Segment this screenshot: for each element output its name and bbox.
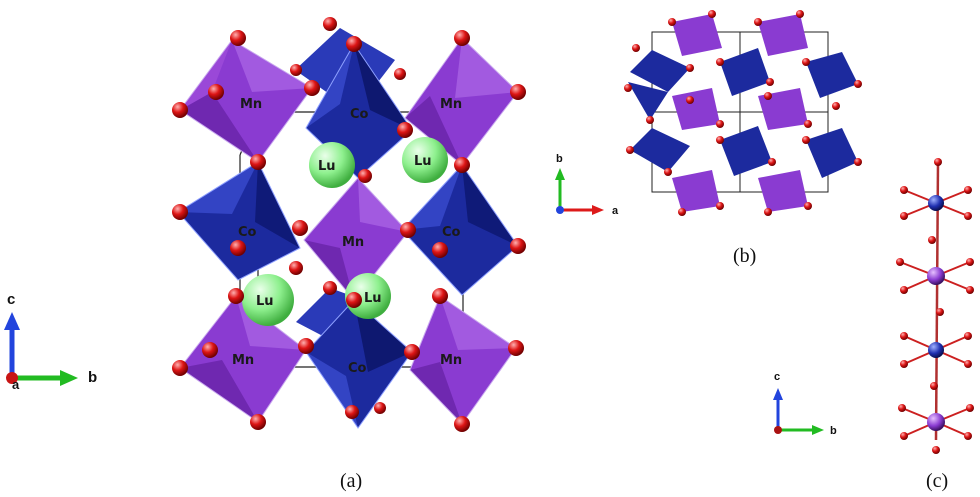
co-octahedron-middle-left <box>177 161 301 281</box>
panel-a: Mn Co Mn Lu Lu Co Mn Co Lu Lu Mn Co Mn c… <box>4 17 526 492</box>
oxygen-atoms-a <box>172 17 526 432</box>
panel-label-b: (b) <box>733 245 756 267</box>
axis-label-a: a <box>12 377 20 392</box>
mn-octahedron-top-left <box>179 39 313 163</box>
atom-label: Mn <box>240 97 262 112</box>
panel-b: b a (b) <box>555 10 862 267</box>
axis-label-b: b <box>830 425 837 437</box>
axis-label-c: c <box>7 291 15 308</box>
co-atom <box>928 342 944 358</box>
axis-triad-b: b a <box>555 153 619 217</box>
atom-label: Mn <box>342 235 364 250</box>
axis-label-a: a <box>612 205 619 217</box>
axis-label-c: c <box>774 371 780 383</box>
lu-atom <box>402 137 448 183</box>
atom-label: Co <box>350 107 369 122</box>
atom-label: Co <box>238 225 257 240</box>
panel-label-a: (a) <box>340 470 362 492</box>
atom-label: Lu <box>256 294 274 309</box>
atom-label: Lu <box>364 291 382 306</box>
lu-atom <box>242 274 294 326</box>
co-atom <box>928 195 944 211</box>
axis-triad-a: c b a <box>4 291 97 392</box>
atom-label: Lu <box>414 154 432 169</box>
bonds-c <box>899 189 971 437</box>
lu-atom <box>309 142 355 188</box>
atom-label: Co <box>442 225 461 240</box>
atom-label: Mn <box>232 353 254 368</box>
atom-label: Co <box>348 361 367 376</box>
mn-octahedron-bottom-right <box>409 295 517 425</box>
mn-atom <box>927 413 945 431</box>
panel-c: c b (c) <box>773 158 974 492</box>
atom-label: Lu <box>318 159 336 174</box>
panel-label-c: (c) <box>926 470 948 492</box>
oxygen-atoms-c <box>896 158 974 454</box>
axis-label-b: b <box>556 153 563 165</box>
mn-octahedron-top-right <box>404 37 519 166</box>
axis-triad-c: c b <box>773 371 837 437</box>
axis-label-b: b <box>88 369 97 386</box>
oxygen-atoms-b <box>624 10 862 216</box>
atom-label: Mn <box>440 97 462 112</box>
mn-atom <box>927 267 945 285</box>
atom-label: Mn <box>440 353 462 368</box>
co-octahedra-b <box>628 48 858 178</box>
co-octahedron-middle-right <box>401 164 519 296</box>
